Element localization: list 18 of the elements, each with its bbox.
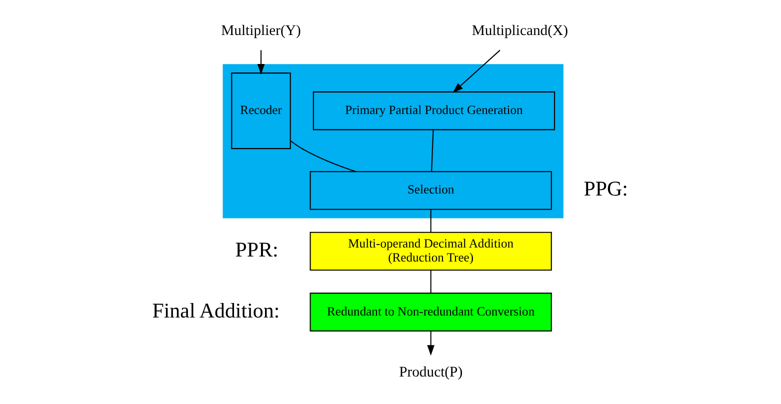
connector [430,130,434,172]
arrow [426,331,434,356]
node-label: Final Addition: [152,298,280,322]
connector [290,140,356,172]
arrow [256,50,264,74]
node-box: Primary Partial Product Generation [312,91,555,130]
node-text: Multiplier(Y) [220,23,300,40]
node-box: Redundant to Non-redundant Conversion [309,292,552,332]
node-text: Multiplicand(X) [471,23,568,40]
node-text: Product(P) [398,364,462,381]
node-label: PPG: [583,176,628,201]
connector [430,209,431,232]
arrow [452,50,500,93]
node-label: PPR: [234,238,278,262]
connector [430,270,431,294]
node-box: Recoder [230,72,290,150]
node-box: Multi-operand Decimal Addition (Reduction Tree) [309,232,552,271]
node-box: Selection [309,171,552,210]
